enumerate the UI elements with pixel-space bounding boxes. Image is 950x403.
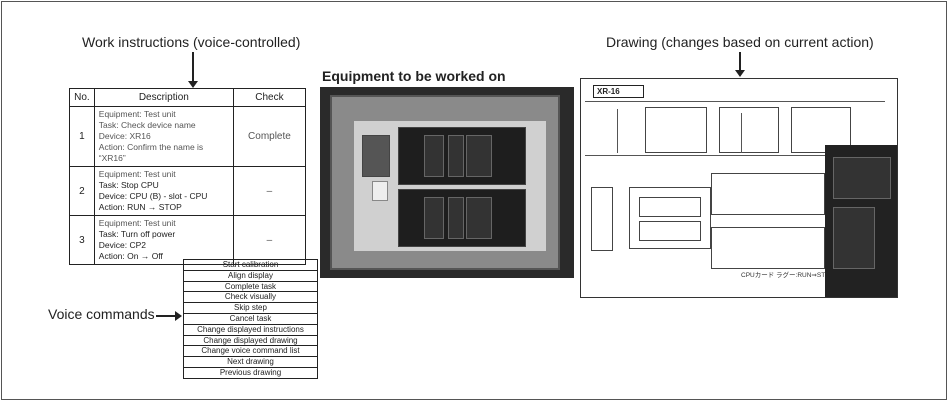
voice-command-item: Complete task	[184, 282, 317, 293]
voice-command-item: Previous drawing	[184, 368, 317, 379]
voice-command-item: Align display	[184, 271, 317, 282]
desc-line: Action: Confirm the name is “XR16”	[98, 142, 204, 163]
row-number: 3	[69, 215, 95, 265]
table-header-row: No. Description Check	[69, 88, 307, 107]
voice-command-item: Change displayed instructions	[184, 325, 317, 336]
row-check: Complete	[232, 106, 307, 167]
row-description: Equipment: Test unit Task: Check device …	[93, 106, 234, 167]
drawing-title: Drawing (changes based on current action…	[606, 34, 874, 50]
desc-line: Task: Check device name	[98, 120, 196, 130]
desc-line: Task: Turn off power	[98, 229, 176, 239]
module	[833, 157, 891, 199]
wiring-drawing: XR-16 CPUカード ラグー:RUN⇒STOP	[580, 78, 898, 298]
voice-commands-title: Voice commands	[48, 306, 155, 322]
work-instructions-title: Work instructions (voice-controlled)	[82, 34, 301, 50]
header-description: Description	[93, 88, 234, 107]
row-check: –	[232, 166, 307, 216]
desc-line: Equipment: Test unit	[98, 109, 176, 119]
voice-command-item: Check visually	[184, 292, 317, 304]
equipment-inset-photo	[825, 145, 897, 297]
header-no: No.	[69, 88, 95, 107]
header-check: Check	[232, 88, 307, 107]
desc-line: Device: CPU (B) - slot - CPU	[98, 191, 208, 201]
voice-command-item: Change displayed drawing	[184, 336, 317, 347]
table-row: 3 Equipment: Test unit Task: Turn off po…	[69, 215, 307, 265]
module	[466, 135, 492, 177]
work-instructions-table: No. Description Check 1 Equipment: Test …	[69, 88, 307, 265]
drawing-header: XR-16	[593, 85, 644, 98]
module	[424, 135, 444, 177]
module	[424, 197, 444, 239]
module	[448, 197, 464, 239]
cpu-note: CPUカード ラグー:RUN⇒STOP	[741, 272, 835, 279]
desc-line: Equipment: Test unit	[98, 169, 176, 179]
row-description: Equipment: Test unit Task: Turn off powe…	[93, 215, 234, 265]
desc-line: Equipment: Test unit	[98, 218, 176, 228]
power-outlet	[372, 181, 388, 201]
module	[448, 135, 464, 177]
table-row: 1 Equipment: Test unit Task: Check devic…	[69, 106, 307, 167]
voice-command-item: Cancel task	[184, 314, 317, 325]
desc-line: Task: Stop CPU	[98, 180, 159, 190]
work-instructions-arrow	[188, 52, 198, 88]
drawing-line	[585, 101, 885, 102]
drawing-block	[719, 107, 779, 153]
drawing-line	[585, 155, 825, 156]
voice-command-item: Start calibration	[184, 260, 317, 271]
row-number: 1	[69, 106, 95, 167]
drawing-line	[617, 109, 618, 153]
desc-line: Action: On → Off	[98, 251, 163, 261]
voice-command-item: Next drawing	[184, 357, 317, 368]
drawing-block	[591, 187, 613, 251]
cabinet-interior	[354, 121, 546, 251]
row-number: 2	[69, 166, 95, 216]
desc-line: Device: XR16	[98, 131, 151, 141]
voice-command-list: Start calibration Align display Complete…	[183, 259, 318, 379]
drawing-arrow	[735, 52, 745, 77]
drawing-block	[645, 107, 707, 153]
module	[833, 207, 875, 269]
cabinet	[330, 95, 560, 270]
table-row: 2 Equipment: Test unit Task: Stop CPU De…	[69, 166, 307, 216]
terminal-strip	[362, 135, 390, 177]
equipment-title: Equipment to be worked on	[322, 68, 506, 84]
drawing-line	[741, 113, 742, 153]
desc-line: Action: RUN → STOP	[98, 202, 182, 212]
module	[466, 197, 492, 239]
drawing-block	[639, 197, 701, 217]
drawing-block	[711, 173, 825, 215]
drawing-block	[711, 227, 825, 269]
voice-command-item: Skip step	[184, 303, 317, 314]
row-check: –	[232, 215, 307, 265]
desc-line: Device: CP2	[98, 240, 147, 250]
drawing-block	[791, 107, 851, 153]
equipment-photo	[320, 87, 574, 278]
drawing-block	[629, 187, 711, 249]
voice-command-item: Change voice command list	[184, 346, 317, 358]
voice-commands-arrow	[156, 311, 182, 321]
drawing-block	[639, 221, 701, 241]
row-description: Equipment: Test unit Task: Stop CPU Devi…	[93, 166, 234, 216]
